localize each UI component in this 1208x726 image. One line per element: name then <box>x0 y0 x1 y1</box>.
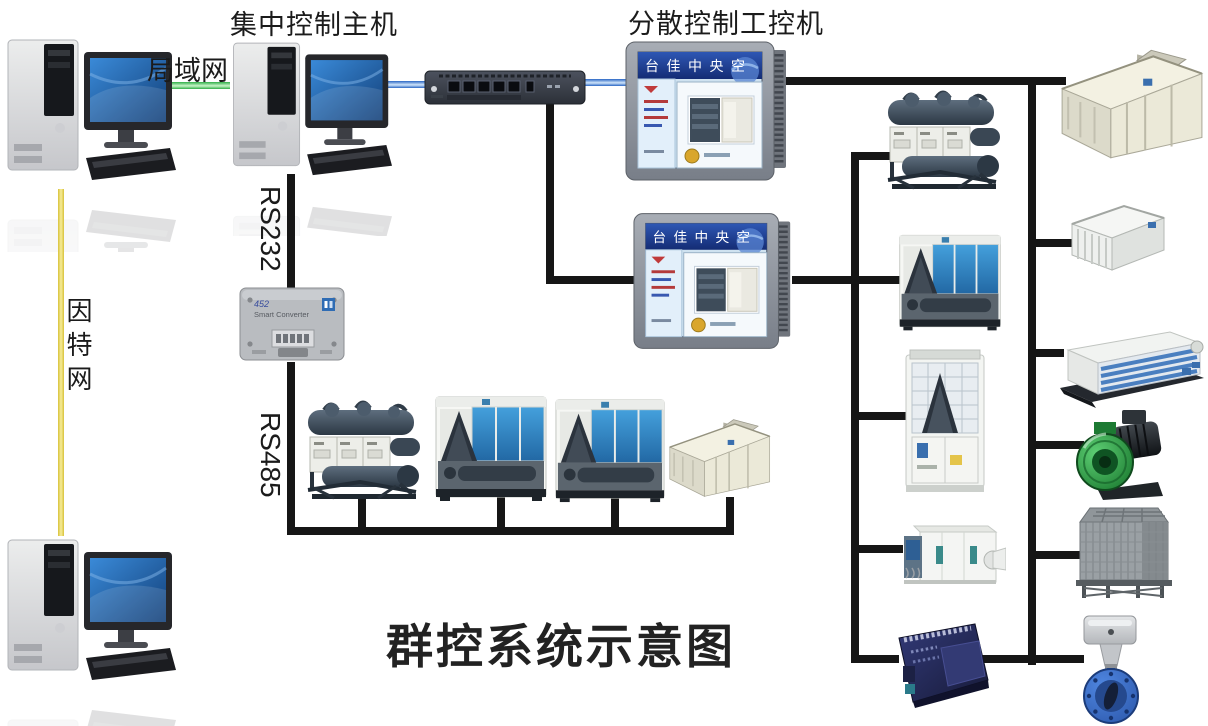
connection-line-panel1-to-rightbus <box>786 77 1066 85</box>
water-cooled-screw-chiller-mid <box>880 84 1006 196</box>
internet-link-yellow <box>58 189 64 536</box>
air-cooled-screw-chiller-bottom-1 <box>432 388 550 506</box>
water-cooled-screw-chiller-bottom <box>300 394 426 506</box>
connection-line-rs232 <box>287 174 295 288</box>
modular-chiller-graphic <box>898 346 992 500</box>
touch-panel-hmi-1 <box>624 38 794 186</box>
ahu-graphic <box>896 522 1006 594</box>
workstation-computer-reflection <box>0 194 176 252</box>
air-cooled-screw-chiller-mid <box>891 228 1009 334</box>
fan-coil-graphic <box>1054 316 1208 418</box>
connection-stub-plc <box>859 655 899 663</box>
ceiling-air-handling-unit <box>1062 198 1172 274</box>
connection-drop-chiller-2 <box>497 495 505 529</box>
internet-client-computer <box>0 528 176 696</box>
converter-graphic <box>238 284 346 366</box>
connection-line-switch-down <box>546 96 554 284</box>
rooftop-packaged-unit-large <box>1054 44 1208 164</box>
connection-drop-chiller-1 <box>358 497 366 529</box>
air-cooled-modular-chiller <box>898 346 992 500</box>
connection-stub-pump <box>1036 441 1084 449</box>
plc-graphic <box>891 616 995 708</box>
connection-line-mid-bus <box>851 152 859 663</box>
valve-graphic <box>1074 608 1148 726</box>
label-distributed-control-ipc: 分散控制工控机 <box>628 9 824 39</box>
connection-line-right-bus <box>1028 77 1036 665</box>
water-chiller-graphic <box>880 84 1006 196</box>
touch-panel-graphic <box>624 38 794 186</box>
label-rs485: RS485 <box>255 412 286 498</box>
connection-line-rs485 <box>287 362 295 534</box>
connection-stub-cooling-tower <box>1036 551 1082 559</box>
air-chiller-graphic <box>550 392 670 506</box>
switch-graphic <box>423 66 587 108</box>
connection-stub-ahu <box>859 545 903 553</box>
label-central-control-host: 集中控制主机 <box>230 10 398 40</box>
fan-coil-unit <box>1054 316 1208 418</box>
water-pump <box>1070 404 1168 502</box>
rooftop-packaged-unit-small <box>664 410 774 506</box>
internet-client-reflection <box>0 694 176 726</box>
label-rs232: RS232 <box>255 186 286 272</box>
connection-line-plc-to-valve <box>980 655 1084 663</box>
connection-stub-ceiling-ahu <box>1036 239 1074 247</box>
air-chiller-graphic <box>432 388 550 506</box>
diagram-title: 群控系统示意图 <box>386 620 736 673</box>
connection-drop-rooftop <box>726 497 734 529</box>
cooling-tower-graphic <box>1066 504 1182 604</box>
connection-line-bottom-bus <box>287 527 734 535</box>
combined-air-handling-unit <box>896 522 1006 594</box>
air-cooled-screw-chiller-bottom-2 <box>550 392 670 506</box>
ethernet-link-blue-1 <box>352 81 426 88</box>
lan-link-green <box>133 82 230 89</box>
ethernet-switch <box>423 66 587 108</box>
plc-controller <box>891 616 995 708</box>
label-lan: 局域网 <box>147 56 228 86</box>
air-chiller-graphic <box>891 228 1009 334</box>
connection-stub-modular-chiller <box>859 412 907 420</box>
computer-graphic <box>0 528 176 696</box>
central-host-reflection <box>226 190 392 236</box>
pump-graphic <box>1070 404 1168 502</box>
connection-stub-water-chiller <box>859 152 895 160</box>
water-chiller-graphic <box>300 394 426 506</box>
rs485-smart-converter <box>238 284 346 366</box>
label-internet: 因特网 <box>63 297 93 399</box>
rooftop-unit-graphic <box>1054 44 1208 164</box>
touch-panel-hmi-2 <box>632 204 798 360</box>
ethernet-link-blue-2 <box>584 79 626 86</box>
connection-line-panel2-left <box>546 276 642 284</box>
ceiling-ahu-graphic <box>1062 198 1172 274</box>
connection-drop-chiller-3 <box>611 493 619 529</box>
connection-stub-fan-coil <box>1036 349 1064 357</box>
cooling-tower <box>1066 504 1182 604</box>
computer-graphic <box>226 30 392 192</box>
central-control-host-computer <box>226 30 392 192</box>
connection-line-panel2-right <box>792 276 900 284</box>
motorized-butterfly-valve <box>1074 608 1148 726</box>
rooftop-unit-graphic <box>664 410 774 506</box>
touch-panel-graphic <box>632 204 798 360</box>
